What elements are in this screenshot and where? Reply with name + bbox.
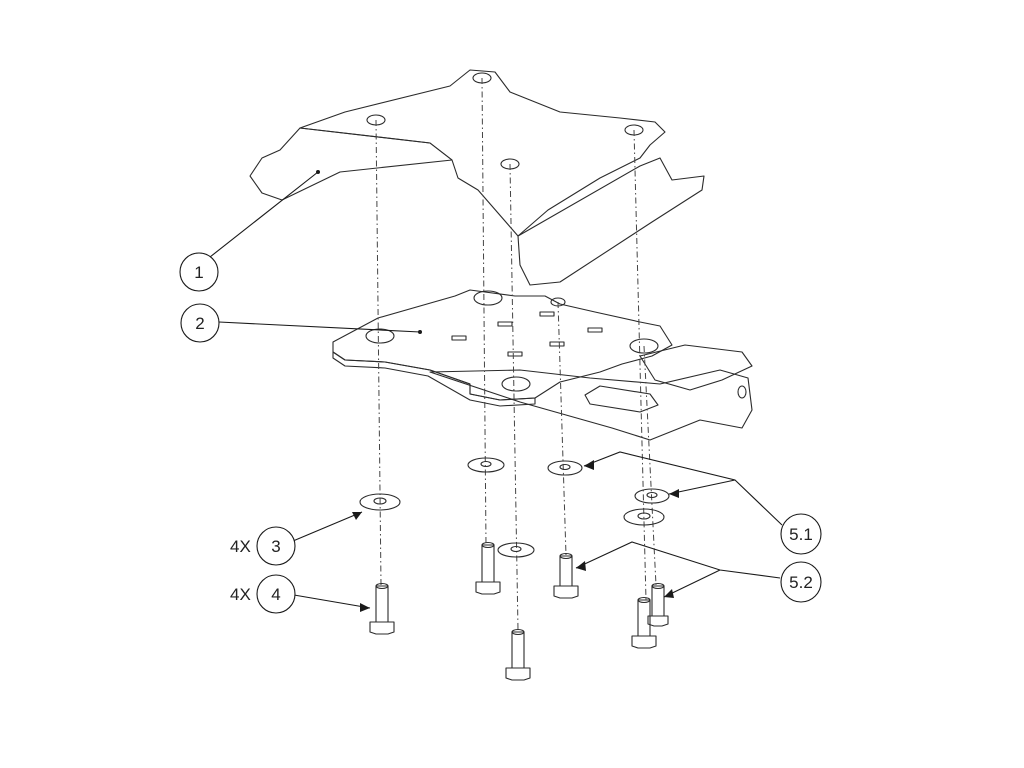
leader-item-4 xyxy=(293,594,371,609)
quantity-label-3: 4X xyxy=(230,537,251,556)
washer xyxy=(359,493,401,511)
balloon-item-5-2: 5.2 xyxy=(780,561,822,603)
balloon-label-2: 2 xyxy=(195,314,204,333)
shield-right-flange xyxy=(517,157,705,286)
washer xyxy=(623,508,665,526)
washer xyxy=(497,542,535,558)
washer xyxy=(634,488,670,504)
leader-item-2 xyxy=(218,321,421,333)
bolt xyxy=(505,628,531,681)
mounting-plate-part-2 xyxy=(332,289,753,441)
balloon-label-3: 3 xyxy=(271,537,280,556)
balloon-label-1: 1 xyxy=(194,263,203,282)
plate-side-hole xyxy=(737,385,747,399)
plate-hole xyxy=(473,290,503,306)
shield-top-surface xyxy=(299,69,666,237)
leader-item-3 xyxy=(292,511,363,542)
leader-item-5-2-b xyxy=(663,569,721,598)
bolt xyxy=(631,596,657,649)
plate-edge xyxy=(332,351,536,407)
washers xyxy=(359,457,670,558)
balloon-item-4: 4 4X xyxy=(230,574,296,614)
leader-item-5-1-b xyxy=(668,479,736,495)
washer xyxy=(547,460,583,476)
bolt xyxy=(369,582,395,635)
leader-lines xyxy=(209,170,783,612)
bolts xyxy=(369,541,669,681)
leader-item-1 xyxy=(209,171,319,258)
plate-hole xyxy=(365,328,395,344)
shield-left-flange xyxy=(249,127,453,201)
leader-item-5-2-a xyxy=(575,541,781,579)
plate-hole xyxy=(629,338,659,354)
balloon-item-5-1: 5.1 xyxy=(780,513,822,555)
balloon-item-1: 1 xyxy=(179,252,219,292)
plate-lower-bracket xyxy=(429,369,753,441)
quantity-label-4: 4X xyxy=(230,585,251,604)
balloon-label-4: 4 xyxy=(271,585,280,604)
bolt xyxy=(553,552,579,599)
bolt xyxy=(475,541,501,595)
balloon-item-2: 2 xyxy=(180,303,220,343)
leader-item-5-1-a xyxy=(583,451,783,526)
bolt xyxy=(647,582,669,627)
balloon-item-3: 3 4X xyxy=(230,526,296,566)
plate-right-pad xyxy=(639,344,753,391)
plate-hole xyxy=(501,376,531,392)
washer xyxy=(467,457,505,473)
assembly-centerlines xyxy=(375,77,657,631)
plate-slots xyxy=(451,311,603,357)
shield-part-1 xyxy=(249,69,705,286)
balloon-label-5-2: 5.2 xyxy=(789,573,813,592)
balloon-label-5-1: 5.1 xyxy=(789,525,813,544)
plate-bracket-slot xyxy=(584,385,659,413)
